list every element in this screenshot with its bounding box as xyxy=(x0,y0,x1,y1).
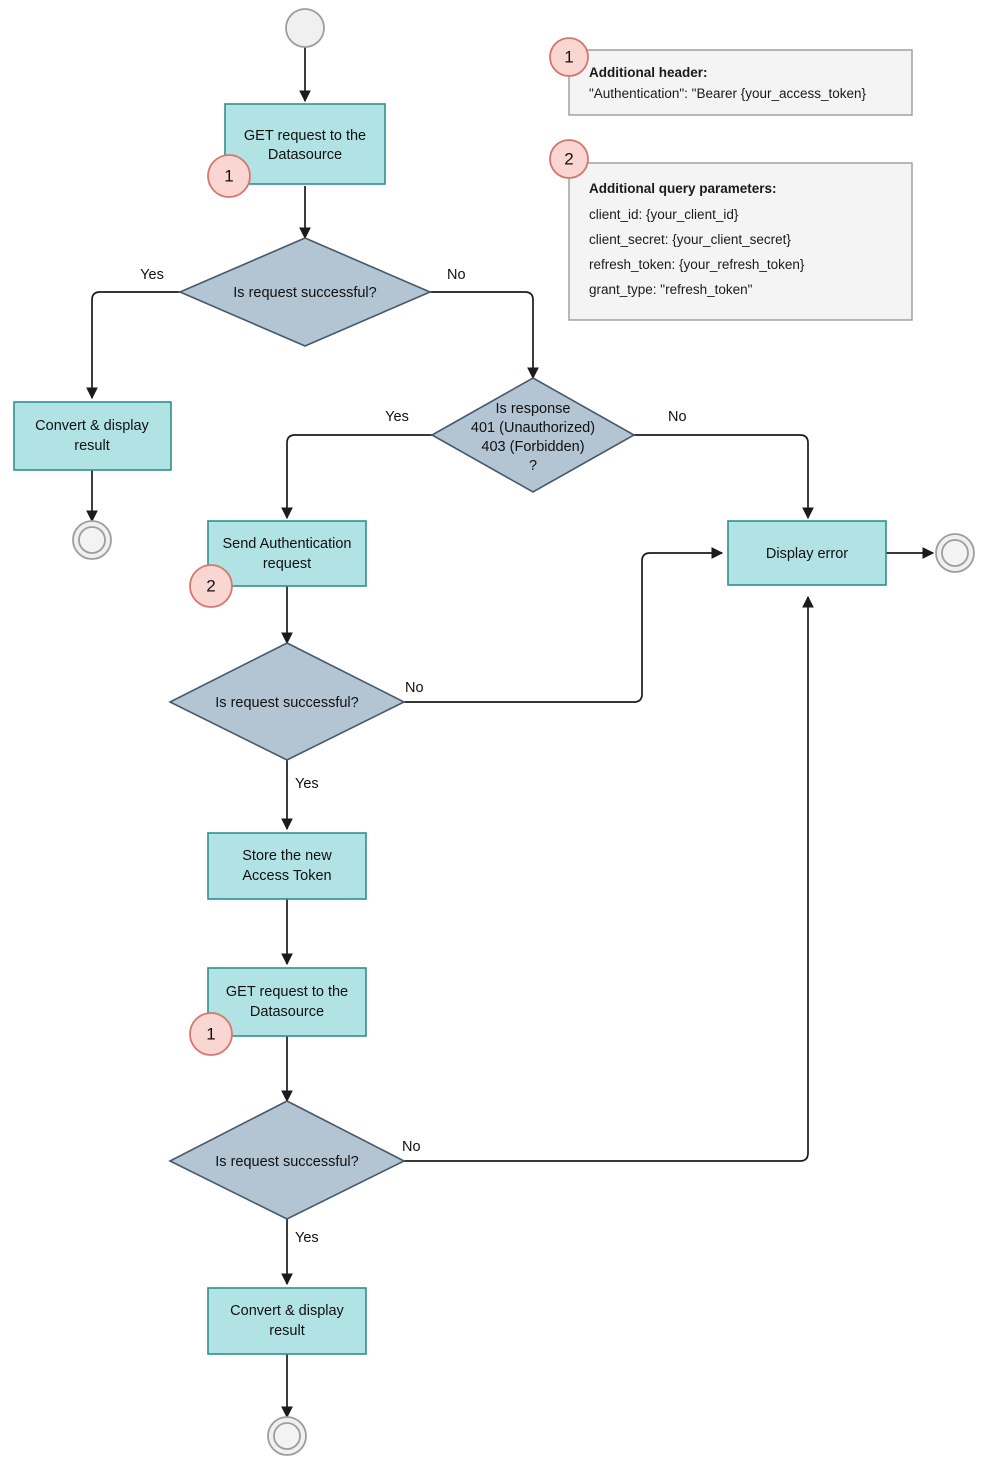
convert-display-1-box[interactable] xyxy=(13,401,172,471)
edge-label-response-yes: Yes xyxy=(385,409,409,425)
node-convert-display-2[interactable]: Convert & display result xyxy=(207,1287,367,1355)
node-start[interactable] xyxy=(285,8,325,48)
end-error-inner-circle xyxy=(941,539,969,567)
decision-2-label: Is request successful? xyxy=(215,695,358,711)
node-decision-2[interactable]: Is request successful? xyxy=(168,642,406,761)
edge-label-decision3-no: No xyxy=(402,1139,421,1155)
node-end-2[interactable] xyxy=(267,1416,307,1456)
note-1-badge-label: 1 xyxy=(564,47,573,66)
note-2-line-1: client_id: {your_client_id} xyxy=(589,207,739,222)
node-get-request-1[interactable]: GET request to the Datasource xyxy=(224,103,386,185)
edge-labels: Yes No Yes No No Yes No Yes xyxy=(140,267,686,1246)
store-token-label-line2: Access Token xyxy=(242,868,331,884)
node-store-token[interactable]: Store the new Access Token xyxy=(207,832,367,900)
note-1-badge-circle xyxy=(549,37,589,77)
store-token-label-line1: Store the new xyxy=(242,848,332,864)
node-decision-response[interactable]: Is response 401 (Unauthorized) 403 (Forb… xyxy=(430,377,636,493)
edge-label-response-no: No xyxy=(668,409,687,425)
node-end-1[interactable] xyxy=(72,520,112,560)
get-request-1-box[interactable] xyxy=(224,103,386,185)
convert-display-1-label-line2: result xyxy=(74,438,109,454)
convert-display-2-box[interactable] xyxy=(207,1287,367,1355)
edge-decisionresp-yes xyxy=(281,434,432,520)
get-request-1-label-line1: GET request to the xyxy=(244,128,366,144)
send-auth-label-line1: Send Authentication xyxy=(223,536,352,552)
badge-send-auth[interactable]: 2 xyxy=(189,564,233,608)
edge-label-decision1-no: No xyxy=(447,267,466,283)
note-2-badge-circle xyxy=(549,139,589,179)
note-1-line-1: "Authentication": "Bearer {your_access_t… xyxy=(589,86,867,101)
note-2-title: Additional query parameters: xyxy=(589,181,777,196)
get-request-2-label-line1: GET request to the xyxy=(226,984,348,1000)
edge-decision1-no xyxy=(430,291,539,380)
edge-label-decision1-yes: Yes xyxy=(140,267,164,283)
node-send-auth[interactable]: Send Authentication request xyxy=(207,520,367,587)
decision-3-diamond[interactable] xyxy=(168,1100,406,1220)
badge-1-label: 1 xyxy=(224,166,233,185)
edge-label-decision3-yes: Yes xyxy=(295,1230,319,1246)
decision-1-diamond[interactable] xyxy=(177,237,433,347)
decision-response-label-line1: Is response xyxy=(496,401,571,417)
get-request-2-box[interactable] xyxy=(207,967,367,1037)
get-request-2-label-line2: Datasource xyxy=(250,1004,324,1020)
convert-display-2-label-line1: Convert & display xyxy=(230,1303,344,1319)
edge-label-decision2-yes: Yes xyxy=(295,776,319,792)
note-1-box xyxy=(568,49,913,116)
badge-1-circle[interactable] xyxy=(207,154,251,198)
decision-3-label: Is request successful? xyxy=(215,1154,358,1170)
send-auth-label-line2: request xyxy=(263,556,311,572)
badge-get-request-2[interactable]: 1 xyxy=(189,1012,233,1056)
decision-response-diamond[interactable] xyxy=(430,377,636,493)
note-2: Additional query parameters: client_id: … xyxy=(549,139,913,321)
start-circle[interactable] xyxy=(285,8,325,48)
badge-2-label: 2 xyxy=(206,576,215,595)
convert-display-2-label-line2: result xyxy=(269,1323,304,1339)
note-2-line-4: grant_type: "refresh_token" xyxy=(589,282,753,297)
decision-1-label: Is request successful? xyxy=(233,285,376,301)
edge-decision3-no-to-displayerror xyxy=(404,595,814,1162)
note-1-title: Additional header: xyxy=(589,65,708,80)
end-2-inner-circle xyxy=(273,1422,301,1450)
node-display-error[interactable]: Display error xyxy=(727,520,887,586)
node-decision-1[interactable]: Is request successful? xyxy=(177,237,433,347)
edge-decisionresp-no xyxy=(634,434,814,520)
end-1-inner-circle xyxy=(78,526,106,554)
convert-display-1-label-line1: Convert & display xyxy=(35,418,149,434)
note-2-box xyxy=(568,162,913,321)
badge-1b-label: 1 xyxy=(206,1024,215,1043)
badge-1b-circle[interactable] xyxy=(189,1012,233,1056)
decision-response-label-line2: 401 (Unauthorized) xyxy=(471,420,595,436)
edge-label-decision2-no: No xyxy=(405,680,424,696)
badge-get-request-1[interactable]: 1 xyxy=(207,154,251,198)
node-get-request-2[interactable]: GET request to the Datasource xyxy=(207,967,367,1037)
edge-decision1-yes xyxy=(86,291,180,400)
badge-2-circle[interactable] xyxy=(189,564,233,608)
note-1: Additional header: "Authentication": "Be… xyxy=(549,37,913,116)
decision-2-diamond[interactable] xyxy=(168,642,406,761)
display-error-box[interactable] xyxy=(727,520,887,586)
get-request-1-label-line2: Datasource xyxy=(268,147,342,163)
note-2-line-3: refresh_token: {your_refresh_token} xyxy=(589,257,805,272)
note-2-badge-label: 2 xyxy=(564,149,573,168)
node-convert-display-1[interactable]: Convert & display result xyxy=(13,401,172,471)
store-token-box[interactable] xyxy=(207,832,367,900)
note-2-line-2: client_secret: {your_client_secret} xyxy=(589,232,791,247)
node-decision-3[interactable]: Is request successful? xyxy=(168,1100,406,1220)
decision-response-label-line4: ? xyxy=(529,458,537,474)
send-auth-box[interactable] xyxy=(207,520,367,587)
edge-decision2-no-to-displayerror xyxy=(404,547,724,703)
decision-response-label-line3: 403 (Forbidden) xyxy=(481,439,584,455)
display-error-label: Display error xyxy=(766,546,848,562)
node-end-error[interactable] xyxy=(935,533,975,573)
edges xyxy=(86,46,935,1419)
